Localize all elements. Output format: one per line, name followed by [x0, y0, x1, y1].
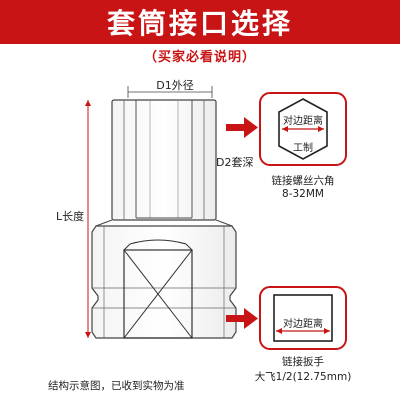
right-arrow-icon — [226, 308, 258, 329]
square-spec-size: 大飞1/2(12.75mm) — [254, 371, 352, 383]
footnote: 结构示意图，已收到实物为准 — [48, 380, 185, 392]
length-dimension-line — [85, 100, 91, 338]
square-across-flats-label: 对边距离 — [283, 319, 323, 330]
socket-upper-body — [111, 99, 217, 221]
length-label: L长度 — [56, 210, 85, 223]
d2-label: D2套深 — [216, 156, 254, 169]
d1-dimension-line — [127, 86, 213, 98]
hexagon-spec-icon — [259, 92, 347, 166]
square-spec-name: 链接扳手 — [282, 356, 324, 368]
d1-label: D1外径 — [156, 79, 194, 92]
socket-lower-body — [91, 219, 237, 339]
page-title: 套筒接口选择 — [106, 7, 293, 40]
header-banner: 套筒接口选择 — [0, 0, 400, 44]
right-arrow-icon — [226, 117, 258, 138]
square-spec-icon — [259, 286, 347, 350]
hex-spec-name: 链接螺丝六角 — [271, 175, 335, 187]
page-subtitle: （买家必看说明） — [143, 50, 256, 65]
hex-spec-size: 8-32MM — [282, 188, 324, 200]
hex-standard-label: 工制 — [293, 143, 313, 154]
hex-across-flats-label: 对边距离 — [283, 116, 323, 127]
